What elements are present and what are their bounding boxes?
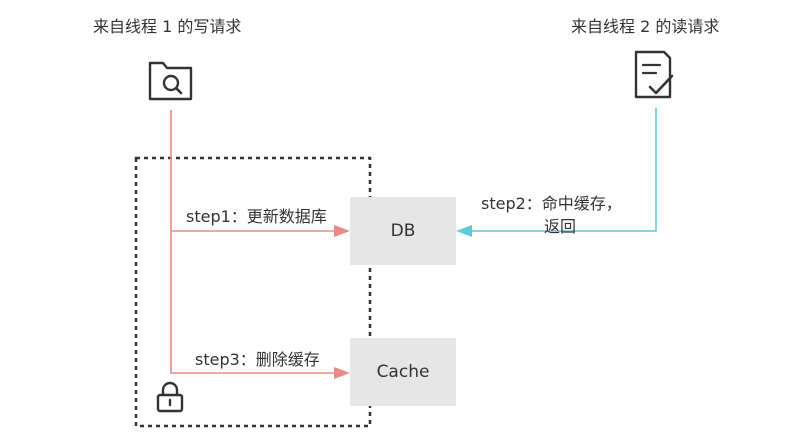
read-request-title: 来自线程 2 的读请求 <box>571 17 720 36</box>
write-request-line <box>170 110 336 374</box>
step3-arrowhead <box>334 367 350 379</box>
locked-region-border <box>134 156 372 428</box>
document-check-icon <box>634 50 674 99</box>
cache-box: Cache <box>350 338 456 406</box>
step1-arrowhead <box>334 225 350 237</box>
step2-label-line1: step2：命中缓存， <box>481 194 622 213</box>
db-label: DB <box>390 221 416 241</box>
cache-label: Cache <box>376 362 430 382</box>
folder-search-icon <box>148 61 193 101</box>
write-request-title: 来自线程 1 的写请求 <box>93 17 242 36</box>
step1-label: step1：更新数据库 <box>186 207 327 226</box>
db-box: DB <box>350 197 456 265</box>
step2-arrowhead <box>456 225 472 237</box>
lock-icon <box>156 381 184 413</box>
read-request-line <box>470 108 657 232</box>
step2-label-line2: 返回 <box>544 217 577 236</box>
step3-label: step3：删除缓存 <box>195 350 320 369</box>
